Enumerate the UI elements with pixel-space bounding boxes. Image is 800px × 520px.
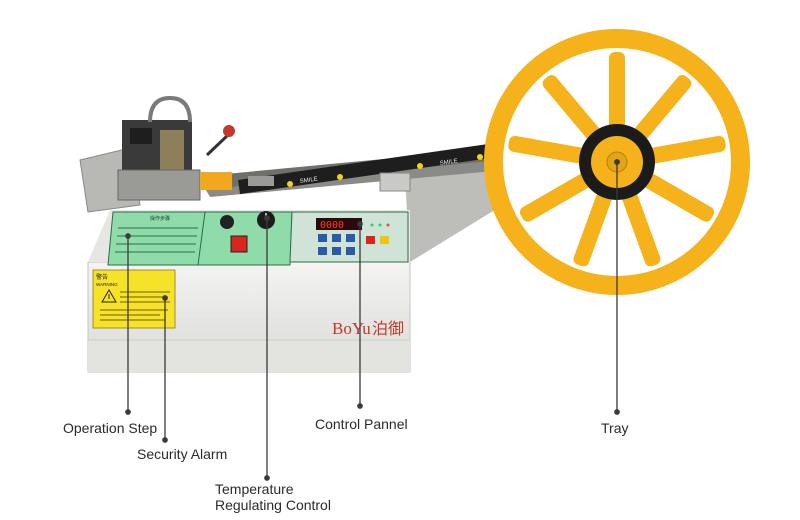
panel-button-6[interactable] [346, 247, 355, 255]
warning-title-en: WARNING [96, 282, 118, 287]
callout-control-panel: Control Pannel [315, 416, 408, 432]
tray-reel [484, 29, 750, 295]
power-switch[interactable] [230, 235, 248, 253]
power-knob[interactable] [220, 215, 234, 229]
callout-tray: Tray [601, 420, 629, 436]
callout-temperature-line2: Regulating Control [215, 497, 331, 513]
callout-security-alarm: Security Alarm [137, 446, 228, 462]
tape-print: SMILE [299, 177, 318, 185]
panel-button-3[interactable] [346, 234, 355, 242]
control-panel: 0000 [289, 211, 409, 263]
warning-title: 警告 [96, 273, 108, 281]
tape-print-2: SMILE [439, 159, 458, 167]
panel-button-yellow[interactable] [380, 236, 389, 244]
step-panel-title: 操作步骤 [150, 215, 170, 222]
callout-operation-step: Operation Step [63, 420, 158, 436]
operation-step-panel: 操作步骤 [107, 211, 206, 266]
callout-temperature: Temperature Regulating Control [215, 481, 331, 513]
brand-cjk: 泊御 [372, 320, 404, 338]
callout-temperature-line1: Temperature [215, 481, 294, 497]
callout-lines [125, 159, 620, 481]
panel-button-1[interactable] [318, 234, 327, 242]
temperature-panel [197, 211, 293, 266]
panel-button-5[interactable] [332, 247, 341, 255]
feed-lever-knob[interactable] [223, 125, 235, 137]
brand-latin: BoYu [332, 319, 371, 338]
panel-button-red[interactable] [366, 236, 375, 244]
display-reading: 0000 [320, 220, 344, 231]
digital-display [316, 218, 362, 230]
warning-label: 警告 WARNING [92, 269, 176, 329]
panel-button-2[interactable] [332, 234, 341, 242]
panel-button-4[interactable] [318, 247, 327, 255]
cutting-head [79, 95, 411, 213]
